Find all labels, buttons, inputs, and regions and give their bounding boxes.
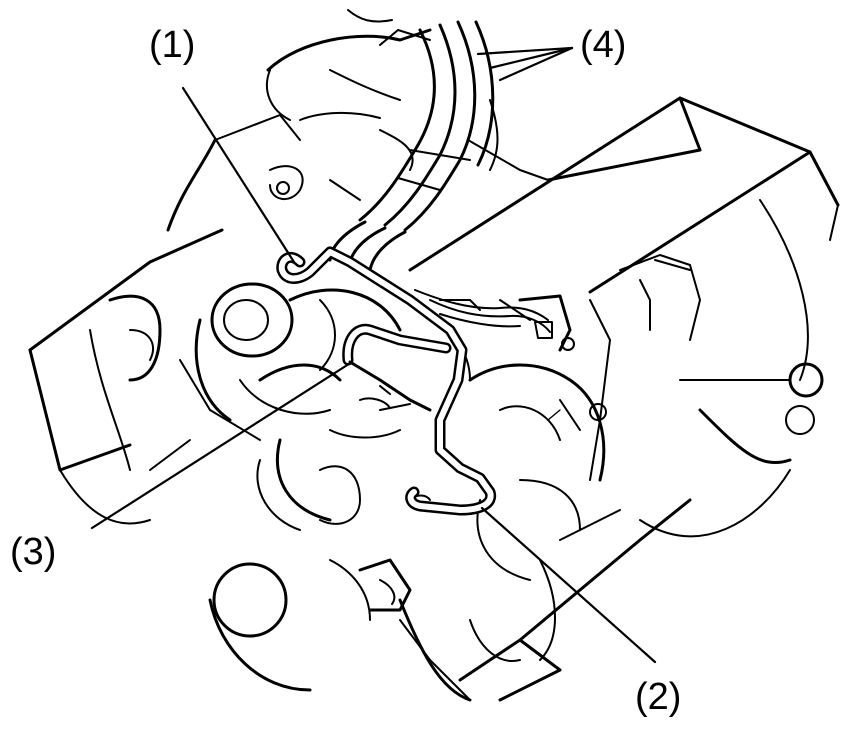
pipe-bundle xyxy=(328,20,575,352)
callout-2: (2) xyxy=(635,676,682,718)
callout-3: (3) xyxy=(10,531,57,573)
leader-3 xyxy=(90,360,354,530)
upper-housing xyxy=(166,9,549,232)
leader-4b xyxy=(488,46,574,70)
central-housing xyxy=(89,282,621,701)
main-pipe xyxy=(276,246,497,516)
leader-4a xyxy=(476,46,574,56)
callout-1: (1) xyxy=(149,24,196,66)
leader-2 xyxy=(480,506,657,664)
callout-4: (4) xyxy=(580,24,627,66)
leader-lines xyxy=(90,46,657,664)
leader-4c xyxy=(498,46,574,82)
engine-block xyxy=(28,96,840,702)
leader-1 xyxy=(181,86,296,264)
